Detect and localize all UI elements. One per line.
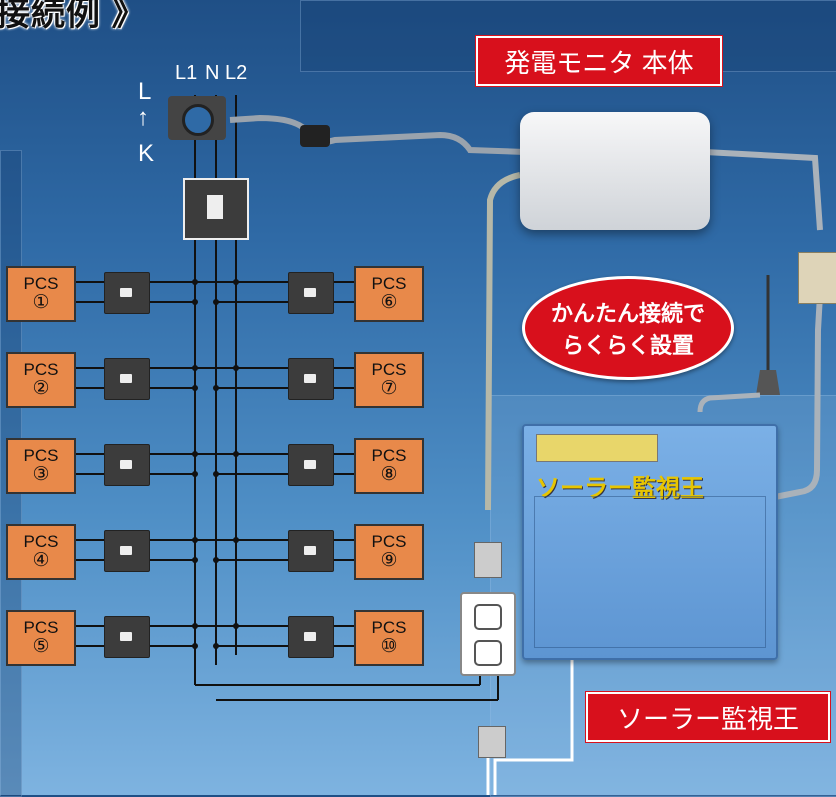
pcs-label: PCS	[371, 360, 407, 379]
pcs-label: PCS	[371, 274, 407, 293]
monitor-label: 発電モニタ 本体	[476, 36, 722, 86]
pcs-label: PCS	[371, 618, 407, 637]
pcs-number: ①	[32, 292, 50, 313]
wire-junction	[233, 279, 239, 285]
pcs-label: PCS	[23, 360, 59, 379]
branch-breaker	[288, 530, 334, 572]
line-label-l2: L2	[225, 62, 248, 84]
main-breaker	[183, 178, 249, 240]
branch-breaker	[288, 358, 334, 400]
pcs-number: ④	[32, 550, 50, 571]
pcs-number: ⑧	[380, 464, 398, 485]
pcs-label: PCS	[23, 618, 59, 637]
ct-connector-icon	[300, 125, 330, 147]
wire-junction	[192, 451, 198, 457]
wire-junction	[233, 451, 239, 457]
device-indicator-panel	[536, 434, 658, 462]
junction-box	[798, 252, 836, 304]
wire-junction	[192, 557, 198, 563]
pcs-number: ⑤	[32, 636, 50, 657]
adapter-plug-icon	[474, 542, 502, 578]
wire-junction	[213, 471, 219, 477]
wire-junction	[213, 643, 219, 649]
line-label-l1: L1	[175, 62, 198, 84]
branch-breaker	[104, 358, 150, 400]
wire-junction	[213, 299, 219, 305]
wire-junction	[192, 643, 198, 649]
wire-junction	[192, 385, 198, 391]
ct-label-k: K	[138, 140, 155, 167]
promo-bubble: かんたん接続で らくらく設置	[522, 276, 734, 380]
wire-junction	[192, 471, 198, 477]
pcs-label: PCS	[371, 532, 407, 551]
pcs-number: ⑥	[380, 292, 398, 313]
wire-junction	[192, 365, 198, 371]
branch-breaker	[288, 616, 334, 658]
pcs-number: ⑩	[380, 636, 398, 657]
wire-junction	[192, 299, 198, 305]
branch-breaker	[104, 272, 150, 314]
promo-bubble-line1: かんたん接続で	[550, 301, 705, 326]
promo-bubble-line2: らくらく設置	[561, 333, 694, 358]
solar-king-device: ソーラー監視王	[522, 424, 778, 660]
wire-junction	[192, 623, 198, 629]
pcs-number: ⑦	[380, 378, 398, 399]
branch-breaker	[288, 272, 334, 314]
pcs-number: ③	[32, 464, 50, 485]
pcs-number: ②	[32, 378, 50, 399]
pcs-label: PCS	[23, 446, 59, 465]
wire-junction	[192, 537, 198, 543]
ct-label-l: L	[138, 78, 152, 105]
pcs-label: PCS	[23, 274, 59, 293]
device-brand-text: ソーラー監視王	[536, 475, 704, 502]
device-door	[534, 496, 766, 648]
monitor-unit	[520, 112, 710, 230]
wire-junction	[192, 279, 198, 285]
branch-breaker	[104, 444, 150, 486]
branch-breaker	[104, 616, 150, 658]
line-label-n: N	[205, 62, 220, 84]
wire-junction	[213, 557, 219, 563]
branch-breaker	[288, 444, 334, 486]
solar-king-label: ソーラー監視王	[586, 692, 830, 742]
pcs-number: ⑨	[380, 550, 398, 571]
wire-junction	[233, 365, 239, 371]
ct-sensor-icon	[168, 96, 226, 140]
branch-breaker	[104, 530, 150, 572]
wire-junction	[233, 623, 239, 629]
wire-junction	[213, 385, 219, 391]
pcs-label: PCS	[371, 446, 407, 465]
power-outlet	[460, 592, 516, 676]
diagram-title: 接続例 》	[0, 0, 147, 33]
ct-arrow-icon: ↑	[137, 104, 149, 131]
power-plug-icon	[478, 726, 506, 758]
pcs-label: PCS	[23, 532, 59, 551]
wire-junction	[233, 537, 239, 543]
